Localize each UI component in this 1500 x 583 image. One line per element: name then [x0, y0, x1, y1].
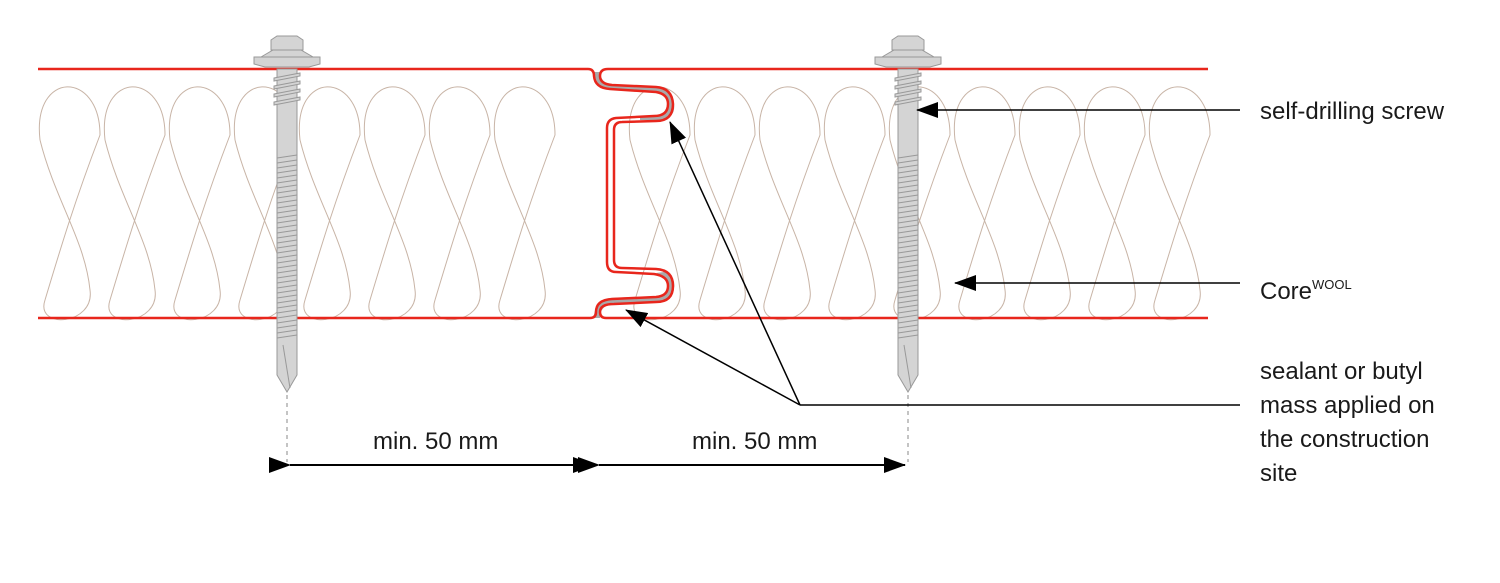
screw-washer — [253, 56, 321, 68]
leader-lines — [625, 102, 1240, 406]
label-self-drilling-screw: self-drilling screw — [1260, 98, 1445, 125]
screw-hex-head — [891, 35, 925, 51]
wool-fiber-loop — [298, 86, 361, 321]
label-core-superscript: WOOL — [1312, 277, 1352, 292]
dimension-label-left: min. 50 mm — [373, 428, 499, 455]
wool-fiber-loop — [363, 86, 426, 321]
wool-fiber-loop — [628, 86, 691, 321]
steel-facings — [38, 67, 1208, 320]
wool-fiber-loop — [1148, 86, 1211, 321]
sealant-bottom — [594, 272, 675, 318]
screw-washer — [874, 56, 942, 68]
wool-fiber-loop — [1018, 86, 1081, 321]
label-core-text: Core — [1260, 278, 1313, 305]
dimension-label-right: min. 50 mm — [692, 428, 818, 455]
wool-fiber-loop — [428, 86, 491, 321]
wool-fiber-loop — [758, 86, 821, 321]
wool-fiber-loop — [103, 86, 166, 321]
wool-fiber-loop — [493, 86, 556, 321]
wool-fiber-loop — [1083, 86, 1146, 321]
dimension-extension-lines — [286, 395, 909, 462]
wool-fiber-loop — [693, 86, 756, 321]
label-sealant-line: site — [1260, 460, 1298, 487]
wool-fiber-loop — [38, 86, 101, 321]
label-sealant-line: mass applied on — [1260, 392, 1435, 419]
sealant-top — [594, 72, 675, 120]
self-drilling-screw — [874, 35, 942, 393]
label-sealant-line: the construction — [1260, 426, 1430, 453]
wool-fiber-loop — [168, 86, 231, 321]
screw-hex-head — [270, 35, 304, 51]
wool-fiber-loop — [953, 86, 1016, 321]
label-sealant-line: sealant or butyl — [1260, 358, 1423, 385]
wool-fiber-loop — [823, 86, 886, 321]
self-drilling-screw — [253, 35, 321, 393]
wool-fiber-loop — [233, 86, 296, 321]
label-sealant: sealant or butyl mass applied on the con… — [1260, 355, 1435, 491]
label-corewool: CoreWOOL — [1260, 268, 1352, 309]
